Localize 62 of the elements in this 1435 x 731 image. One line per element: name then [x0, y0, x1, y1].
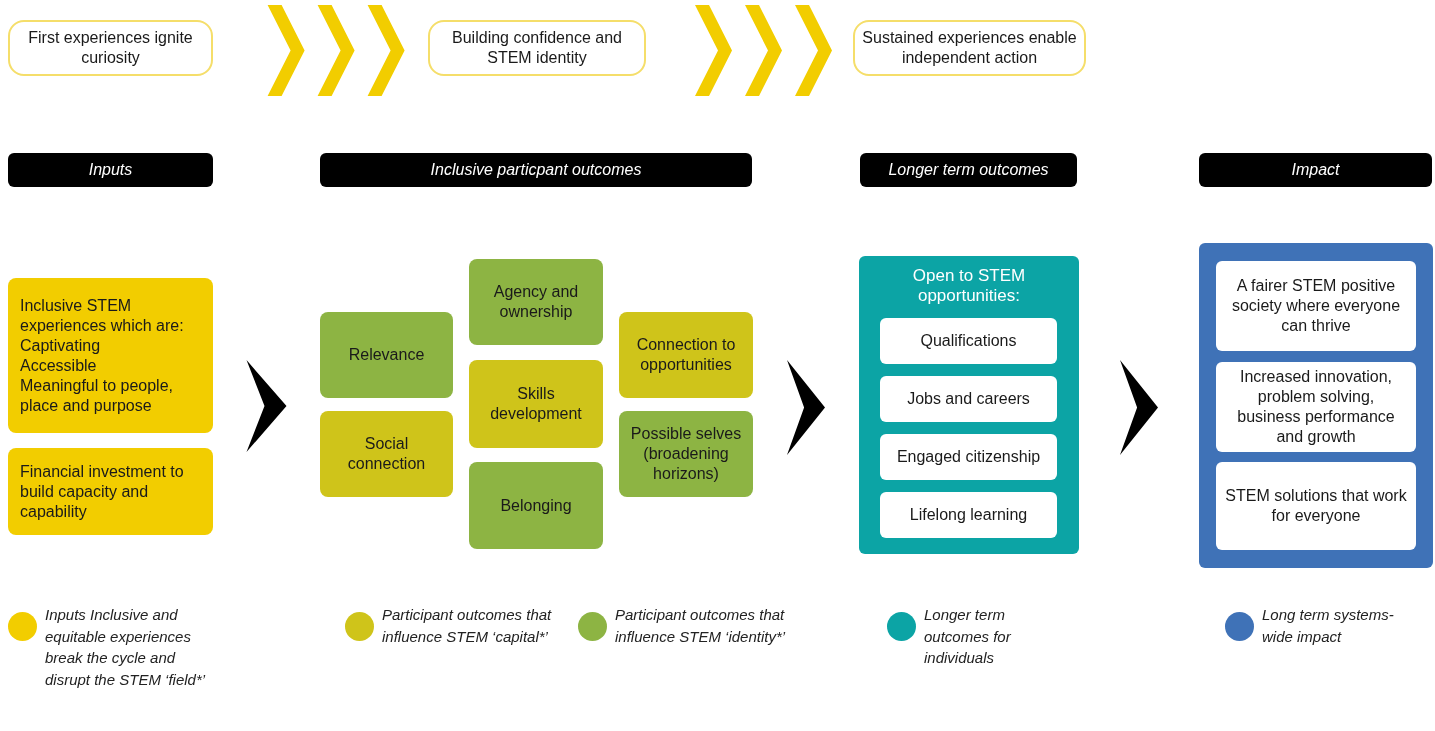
legend-text: Long term systems-wide impact: [1262, 605, 1395, 647]
stage-label: First experiences ignite curiosity: [27, 28, 194, 68]
section-title: Longer term outcomes: [888, 160, 1049, 180]
section-header-bar: [860, 153, 1077, 187]
impact-card: [1216, 261, 1416, 351]
impact-text: A fairer STEM positive society where everyone can thrive: [1230, 276, 1402, 336]
section-header-bar: [320, 153, 752, 187]
outcome-card: [880, 492, 1057, 538]
stage-label: Building confidence and STEM identity: [451, 28, 623, 68]
outcome-label: Engaged citizenship: [896, 447, 1041, 467]
outcome-label: Agency and ownership: [492, 282, 580, 322]
chevron-arrow: [246, 360, 287, 452]
outcome-box: [469, 462, 603, 549]
outcome-card: [880, 434, 1057, 480]
section-header-bar: [8, 153, 213, 187]
outcome-box: [619, 411, 753, 497]
legend-text: Inputs Inclusive and equitable experiences break the cycle and disrupt the STEM ‘field*’: [45, 605, 207, 690]
outcome-card: [880, 318, 1057, 364]
outcome-label: Relevance: [348, 345, 425, 365]
input-text: Accessible: [20, 355, 98, 376]
legend-text: Participant outcomes that influence STEM ‘identity*’: [615, 605, 787, 647]
input-text: Financial investment to build capacity and capability: [20, 461, 185, 522]
legend-text: Longer term outcomes for individuals: [924, 605, 1012, 668]
impact-text: Increased innovation, problem solving, business performance and growth: [1236, 367, 1396, 447]
section-title: Inputs: [88, 160, 133, 180]
longer-term-panel: [859, 256, 1079, 554]
stage-pill: [428, 20, 646, 76]
impact-panel: [1199, 243, 1433, 568]
chevron-arrow: [695, 5, 832, 96]
input-box: [8, 448, 213, 535]
stage-pill: [853, 20, 1086, 76]
impact-text: STEM solutions that work for everyone: [1224, 486, 1408, 526]
stage-pill: [8, 20, 213, 76]
input-text: Captivating: [20, 335, 102, 356]
input-box: [8, 278, 213, 433]
outcome-label: Belonging: [500, 495, 572, 516]
section-header-bar: [1199, 153, 1432, 187]
chevron-arrow: [1120, 360, 1158, 455]
outcome-card: [880, 376, 1057, 422]
chevron-arrow: [267, 5, 405, 96]
impact-card: [1216, 362, 1416, 452]
input-text: Meaningful to people, place and purpose: [20, 375, 174, 416]
input-text: Inclusive STEM experiences which are:: [20, 295, 185, 336]
outcome-label: Lifelong learning: [909, 505, 1028, 525]
outcome-box: [320, 411, 453, 497]
outcome-box: [469, 259, 603, 345]
outcome-label: Social connection: [346, 434, 427, 474]
outcome-label: Jobs and careers: [907, 389, 1030, 409]
section-title: Inclusive particpant outcomes: [430, 160, 642, 180]
outcome-label: Skills development: [489, 384, 583, 424]
outcome-box: [619, 312, 753, 398]
section-title: Impact: [1291, 160, 1340, 180]
stage-label: Sustained experiences enable independent action: [861, 28, 1078, 68]
outcome-label: Connection to opportunities: [635, 335, 737, 375]
outcome-box: [320, 312, 453, 398]
impact-card: [1216, 462, 1416, 550]
outcome-label: Qualifications: [920, 331, 1017, 351]
outcome-label: Possible selves (broadening horizons): [629, 424, 743, 484]
outcome-box: [469, 360, 603, 448]
panel-heading: Open to STEM opportunities:: [911, 266, 1027, 306]
legend-text: Participant outcomes that influence STEM ‘capital*’: [382, 605, 553, 647]
chevron-arrow: [787, 360, 825, 455]
